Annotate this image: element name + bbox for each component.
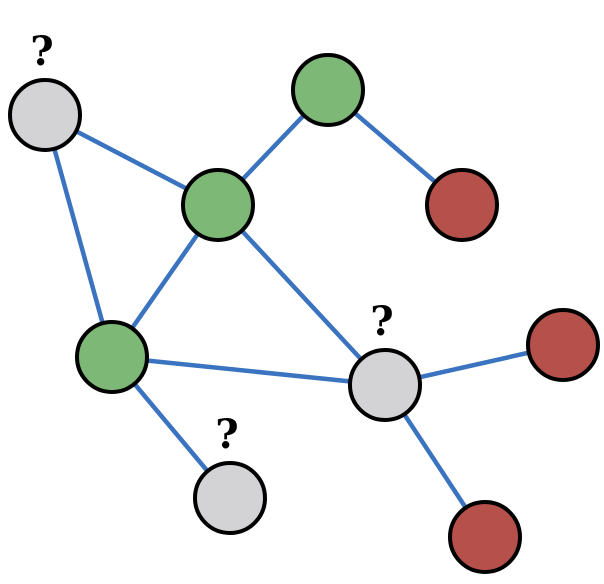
node-n2-known-green — [291, 53, 365, 127]
node-n7-known-red — [526, 308, 600, 382]
node-n3-known-red — [425, 168, 499, 242]
nodes-layer — [8, 53, 600, 574]
edge-n5-n6 — [109, 354, 388, 388]
node-n6-unknown — [348, 348, 422, 422]
node-label-n6: ? — [370, 298, 393, 345]
node-label-n1: ? — [30, 28, 53, 75]
node-n5-known-green — [75, 320, 149, 394]
node-n4-known-green — [181, 168, 255, 242]
node-n8-unknown — [193, 461, 267, 535]
labels-layer: ??? — [30, 28, 393, 458]
edges-layer — [42, 87, 566, 540]
edge-n1-n5 — [42, 112, 115, 360]
node-n1-unknown — [8, 78, 82, 152]
node-n9-known-red — [448, 500, 522, 574]
edge-n4-n6 — [215, 202, 388, 388]
node-label-n8: ? — [215, 411, 238, 458]
